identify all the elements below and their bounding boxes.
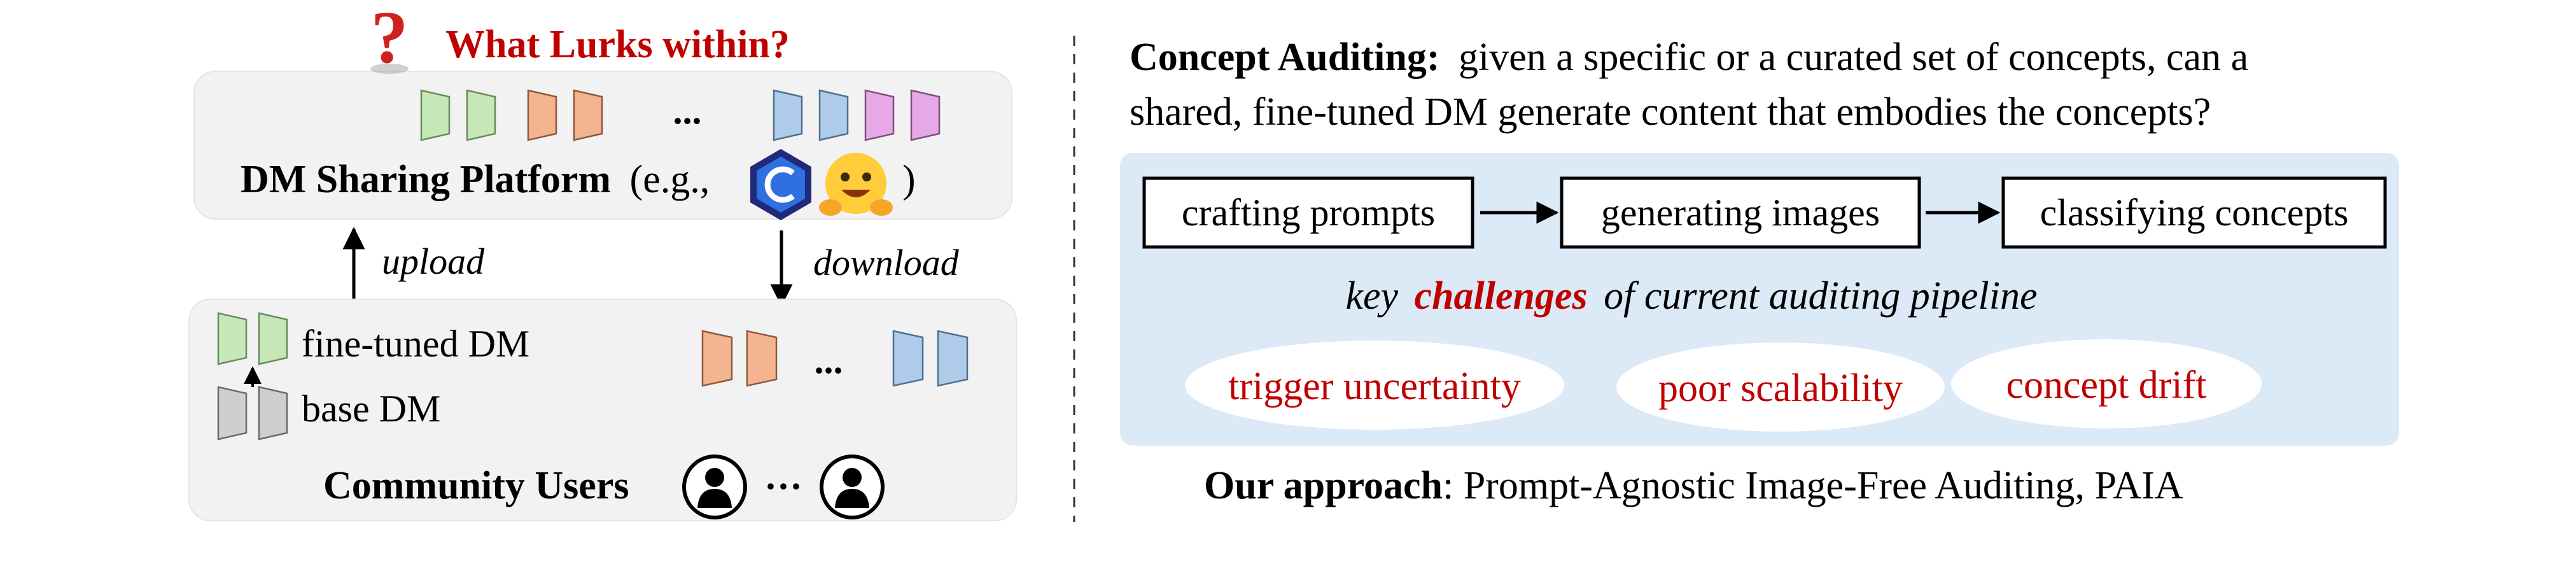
platform-label: DM Sharing Platform (e.g., <box>241 158 710 201</box>
shared-model-icons: ... <box>420 89 941 141</box>
challenge-label: poor scalability <box>1658 367 1903 410</box>
challenge-oval <box>1616 342 1945 432</box>
challenge-oval <box>1185 341 1564 430</box>
upload-label: upload <box>382 241 485 282</box>
base-label: base DM <box>302 388 440 430</box>
pipeline-step-box <box>2001 176 2387 249</box>
purple-model-icon <box>864 89 941 141</box>
community-panel <box>188 299 1017 521</box>
pipeline-step-label: crafting prompts <box>1182 192 1435 234</box>
community-label: Community Users <box>323 464 629 507</box>
blue-model-icon <box>892 330 969 387</box>
models-ellipsis: ... <box>673 90 702 132</box>
pipeline-step-box <box>1142 176 1474 249</box>
challenges-caption: key challenges of current auditing pipel… <box>1345 274 2037 318</box>
concept-heading-line1: Concept Auditing: given a specific or a … <box>1130 36 2248 79</box>
pipeline-step-label: classifying concepts <box>2040 192 2349 234</box>
challenge-label: trigger uncertainty <box>1228 365 1521 408</box>
civitai-logo-icon <box>750 149 811 220</box>
hugging-face-icon <box>819 153 893 216</box>
orange-model-icon <box>527 89 603 141</box>
blue-model-icon <box>773 89 849 141</box>
question-title: What Lurks within? <box>445 23 790 66</box>
fine-tuned-label: fine-tuned DM <box>302 323 529 365</box>
download-label: download <box>813 242 960 283</box>
orange-model-icon <box>701 330 778 387</box>
platform-paren-close: ) <box>902 158 916 201</box>
pipeline-step-box <box>1560 176 1921 249</box>
fine-tuned-model-icon <box>217 312 288 365</box>
user-avatar-icon <box>820 455 885 519</box>
challenge-oval <box>1951 339 2262 428</box>
red-question-mark-icon: ? <box>370 0 409 79</box>
green-model-icon <box>420 89 496 141</box>
challenge-label: concept drift <box>2006 363 2206 407</box>
base-model-icon <box>217 386 288 441</box>
users-ellipsis: ··· <box>764 465 802 507</box>
user-avatar-icon <box>682 455 747 519</box>
approach-line: Our approach: Prompt-Agnostic Image-Free… <box>1204 464 2183 507</box>
concept-heading-line2: shared, fine-tuned DM generate content t… <box>1130 90 2211 134</box>
downloaded-model-icons: ... <box>701 330 969 387</box>
pipeline-step-label: generating images <box>1601 192 1880 234</box>
downloaded-ellipsis: ... <box>815 339 843 381</box>
